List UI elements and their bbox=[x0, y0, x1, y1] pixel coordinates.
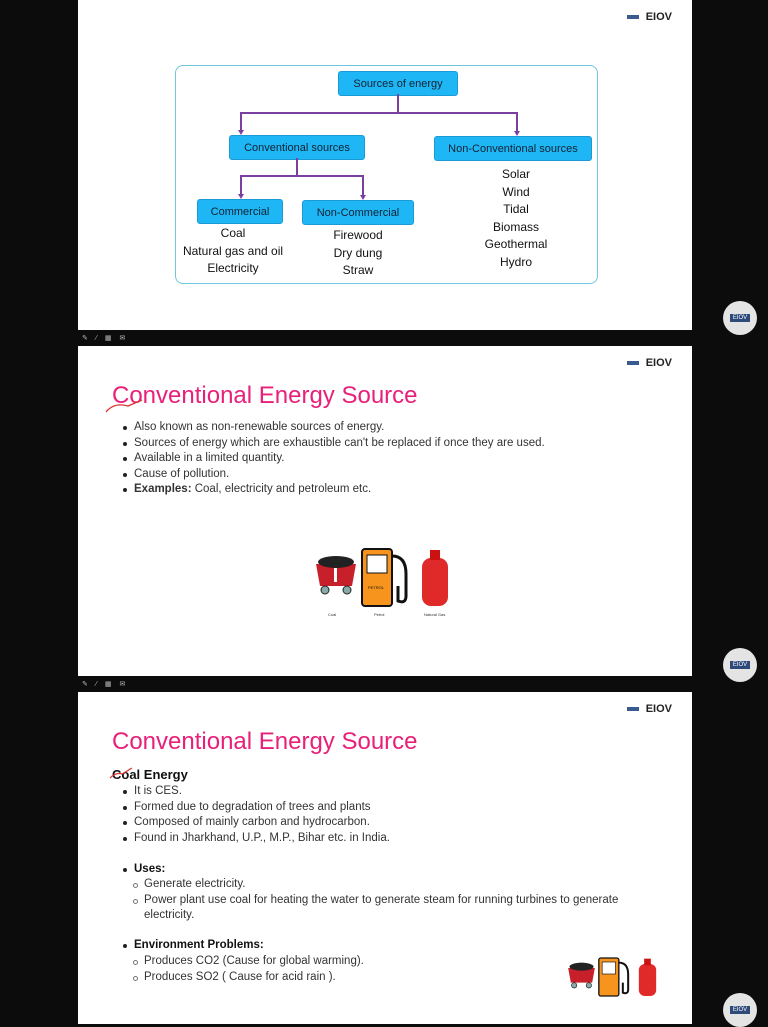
slide-2: EIOV Conventional Energy Source Also kno… bbox=[78, 346, 692, 676]
petrol-pump-icon: PETROL bbox=[361, 548, 408, 607]
slide-title: Conventional Energy Source bbox=[112, 728, 418, 755]
box-sources-of-energy: Sources of energy bbox=[338, 71, 458, 96]
slide-3: EIOV Conventional Energy Source Coal Ene… bbox=[78, 692, 692, 1024]
box-non-conventional-sources: Non-Conventional sources bbox=[434, 136, 592, 161]
svg-text:PETROL: PETROL bbox=[368, 585, 385, 590]
slide-title: Conventional Energy Source bbox=[112, 382, 418, 409]
box-commercial: Commercial bbox=[197, 199, 283, 224]
eiov-float-button[interactable]: EIOV bbox=[723, 301, 757, 335]
eiov-logo-icon bbox=[626, 703, 640, 715]
env-heading: Environment Problems: bbox=[122, 938, 264, 954]
section-heading: Coal Energy bbox=[112, 767, 188, 782]
gas-cylinder-icon bbox=[422, 550, 448, 606]
diagram-frame bbox=[175, 65, 598, 284]
box-conventional-sources: Conventional sources bbox=[229, 135, 365, 160]
eiov-float-button[interactable]: EIOV bbox=[723, 648, 757, 682]
eiov-logo-icon bbox=[626, 11, 640, 23]
uses-list: Generate electricity. Power plant use co… bbox=[122, 877, 642, 924]
box-non-commercial: Non-Commercial bbox=[302, 200, 414, 225]
slide-1: EIOV Sources of energy Conventional sour… bbox=[78, 0, 692, 330]
env-list: Produces CO2 (Cause for global warming).… bbox=[122, 954, 364, 985]
red-pen-mark bbox=[105, 399, 143, 413]
logo: EIOV bbox=[626, 703, 672, 715]
eiov-logo-icon bbox=[626, 357, 640, 369]
fuel-images: PETROL bbox=[316, 548, 448, 607]
annotation-toolbar[interactable]: ✎ ⁄ ▦ ✉ bbox=[82, 335, 129, 342]
bullet-list: Also known as non-renewable sources of e… bbox=[122, 420, 545, 498]
eiov-float-button[interactable]: EIOV bbox=[723, 993, 757, 1027]
logo: EIOV bbox=[626, 357, 672, 369]
coal-cart-icon bbox=[316, 556, 356, 595]
bullet-list: It is CES. Formed due to degradation of … bbox=[122, 784, 642, 878]
fuel-images-small bbox=[568, 957, 657, 997]
annotation-toolbar[interactable]: ✎ ⁄ ▦ ✉ bbox=[82, 681, 129, 688]
red-pen-mark bbox=[109, 767, 133, 779]
logo: EIOV bbox=[626, 11, 672, 23]
